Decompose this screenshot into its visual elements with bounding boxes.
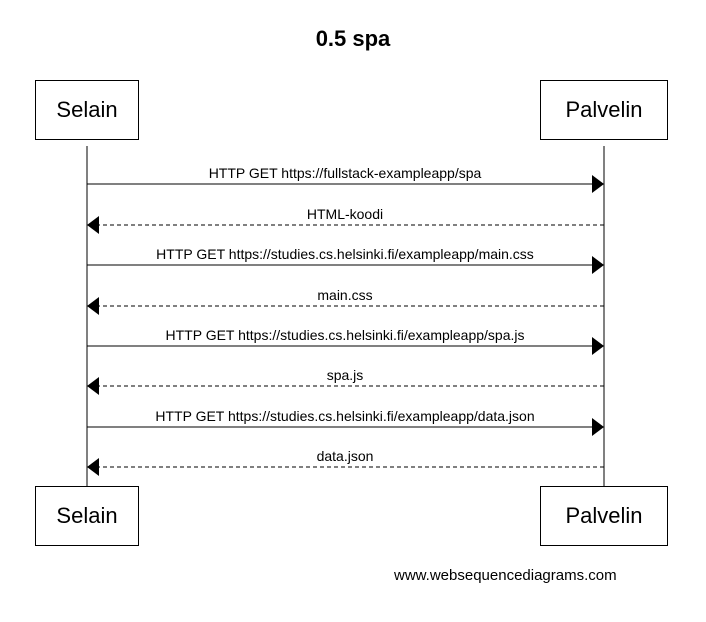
arrowhead-icon: [592, 418, 604, 436]
message-label: HTTP GET https://fullstack-exampleapp/sp…: [208, 165, 482, 181]
participant-selain-bottom: Selain: [35, 486, 139, 546]
diagram-title: 0.5 spa: [315, 26, 391, 51]
message-label: spa.js: [326, 367, 364, 383]
participant-label: Selain: [56, 97, 118, 122]
footer-credit: www.websequencediagrams.com: [394, 567, 617, 584]
arrowhead-icon: [592, 256, 604, 274]
participant-palvelin-bottom: Palvelin: [540, 486, 668, 546]
message-label: HTTP GET https://studies.cs.helsinki.fi/…: [155, 408, 535, 424]
message-label: HTTP GET https://studies.cs.helsinki.fi/…: [165, 327, 525, 343]
arrowhead-icon: [592, 175, 604, 193]
participant-selain-top: Selain: [35, 80, 139, 140]
arrowhead-icon: [87, 216, 99, 234]
arrowhead-icon: [87, 297, 99, 315]
participant-label: Selain: [56, 503, 118, 528]
message-label: main.css: [317, 287, 373, 303]
message-label: data.json: [316, 448, 374, 464]
participant-label: Palvelin: [565, 503, 643, 528]
arrowhead-icon: [87, 458, 99, 476]
arrowhead-icon: [87, 377, 99, 395]
arrowhead-icon: [592, 337, 604, 355]
participant-palvelin-top: Palvelin: [540, 80, 668, 140]
participant-label: Palvelin: [565, 97, 643, 122]
message-label: HTML-koodi: [306, 206, 384, 222]
message-label: HTTP GET https://studies.cs.helsinki.fi/…: [156, 246, 534, 262]
